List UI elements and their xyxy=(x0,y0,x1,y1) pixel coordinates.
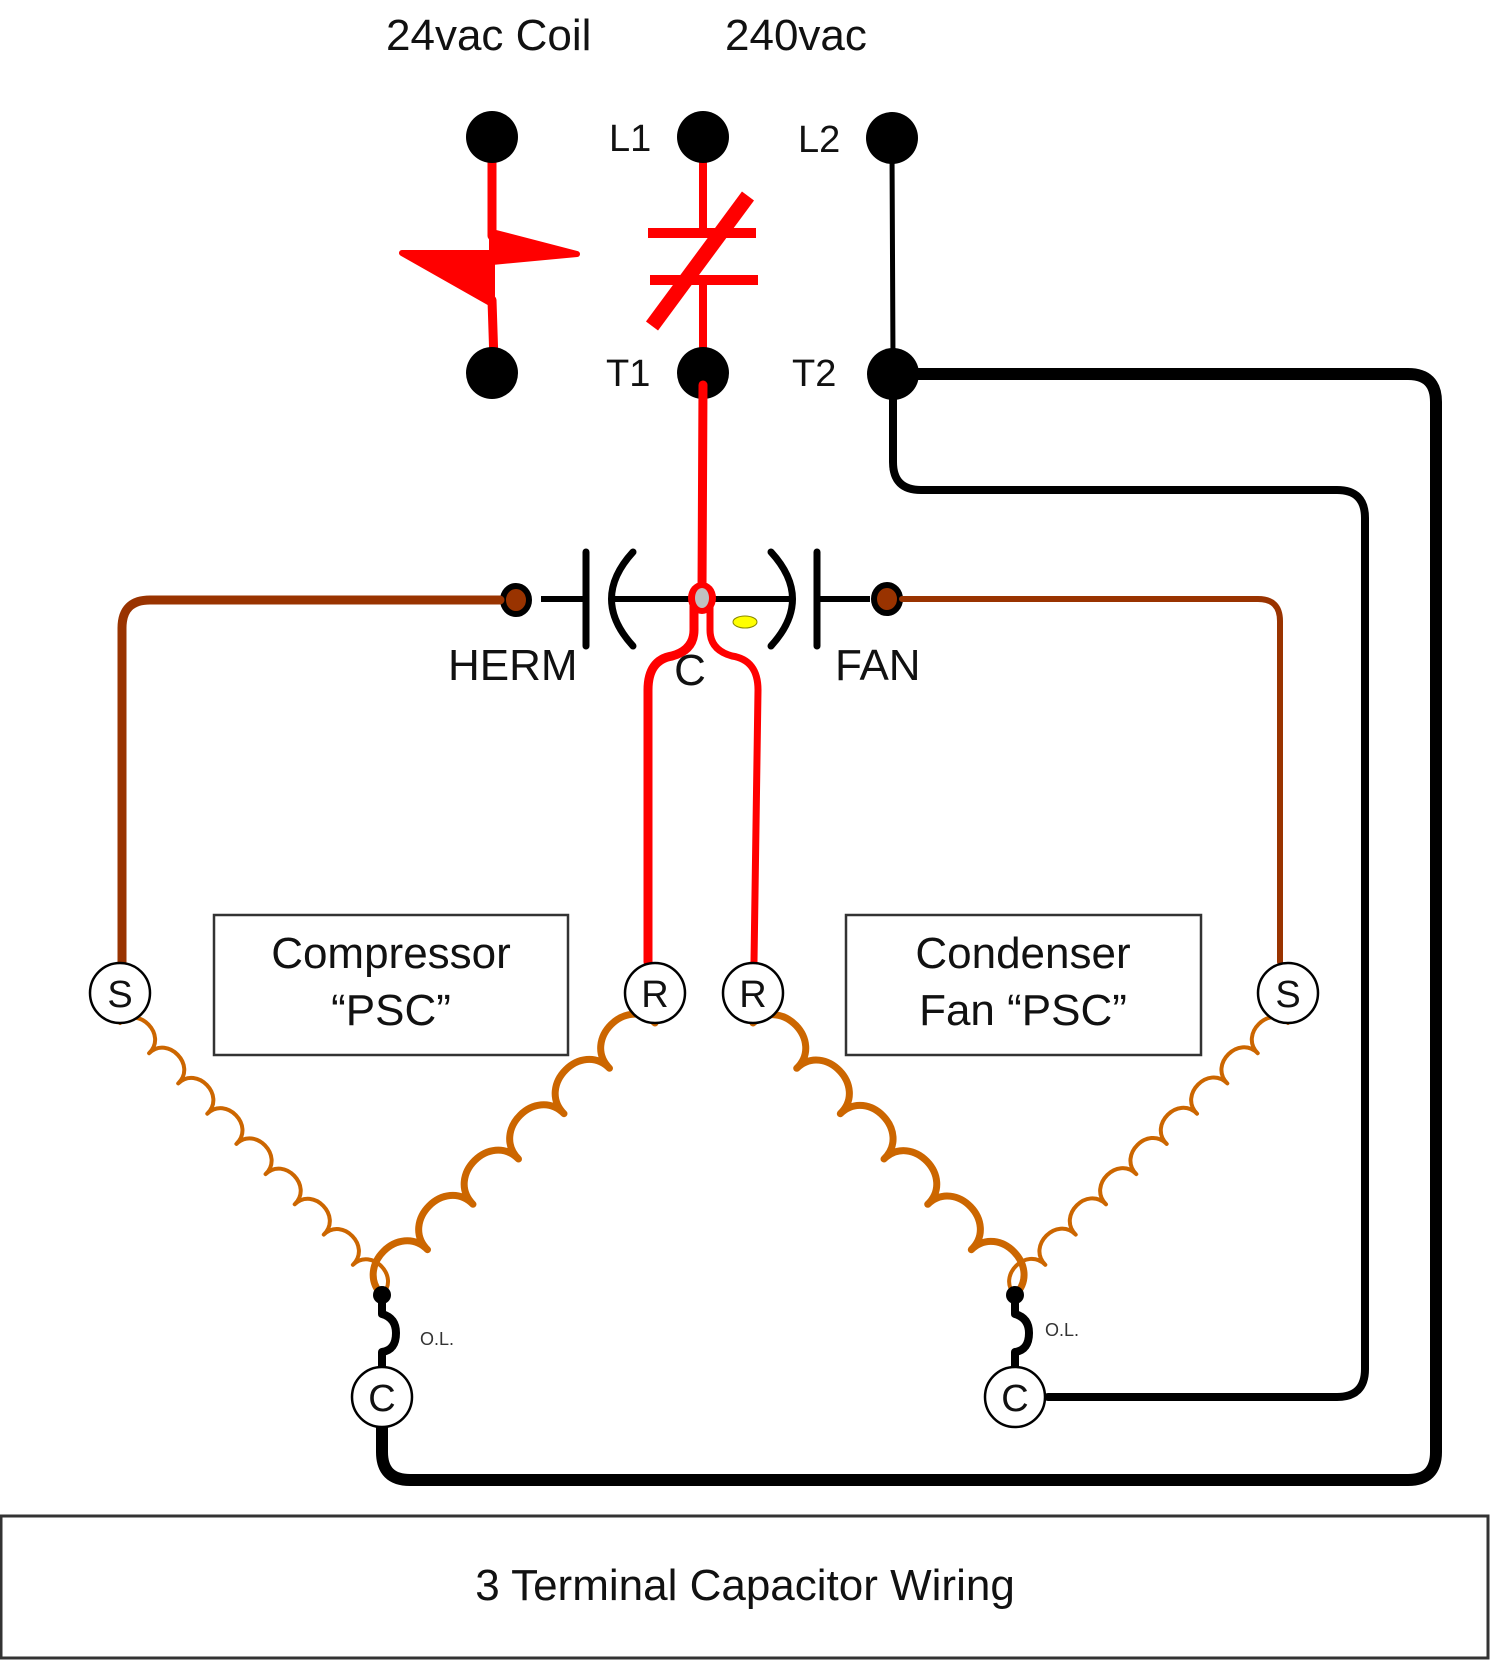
fan-label-box xyxy=(844,913,1203,1057)
caption-text: 3 Terminal Capacitor Wiring xyxy=(475,1561,1015,1610)
contact-closed-slash xyxy=(645,191,755,331)
terminal-marker xyxy=(732,615,758,629)
fan-run-winding xyxy=(749,1011,1028,1299)
compressor-motor: Compressor “PSC” S R O.L. C xyxy=(88,913,687,1429)
fan-terminal[interactable] xyxy=(871,582,903,616)
compressor-common-terminal[interactable] xyxy=(350,1365,414,1429)
l1-terminal[interactable] xyxy=(677,111,729,163)
fan-overload-label: O.L. xyxy=(1045,1320,1079,1340)
winding-loops xyxy=(749,1011,1028,1299)
compressor-common-label: C xyxy=(368,1378,395,1420)
t2-to-fan-common-wire xyxy=(889,381,1369,1401)
fan-run-terminal[interactable] xyxy=(721,961,785,1025)
fan-to-fan-start-wire xyxy=(899,596,1283,965)
compressor-overload-label: O.L. xyxy=(420,1329,454,1349)
coil-symbol-lower xyxy=(399,250,495,307)
l2-label: L2 xyxy=(798,119,840,161)
compressor-title: Compressor xyxy=(271,929,511,978)
winding-loops xyxy=(118,1015,390,1297)
coil-terminal-top[interactable] xyxy=(466,111,518,163)
compressor-label-box xyxy=(212,913,570,1057)
fan-start-winding xyxy=(1007,1015,1290,1297)
fan-title: Condenser xyxy=(915,929,1130,978)
contact-l1-t1: L1 T1 xyxy=(606,111,758,399)
t1-label: T1 xyxy=(606,353,650,395)
t2-to-compressor-common-wire xyxy=(376,368,1442,1486)
fan-start-label: S xyxy=(1275,974,1300,1016)
fan-winding-junction xyxy=(1006,1286,1024,1304)
fan-label: FAN xyxy=(835,641,921,690)
fan-common-label: C xyxy=(1001,1378,1028,1420)
herm-label: HERM xyxy=(448,641,578,690)
coil-terminal-bottom[interactable] xyxy=(466,347,518,399)
fan-subtitle: Fan “PSC” xyxy=(919,986,1127,1035)
capacitor-common-to-fan-run-wire xyxy=(706,602,762,966)
winding-loops xyxy=(369,1010,659,1299)
t2-label: T2 xyxy=(792,353,836,395)
compressor-winding-junction xyxy=(373,1286,391,1304)
dual-run-capacitor: HERM C FAN xyxy=(448,548,921,695)
winding-loops xyxy=(1007,1015,1290,1297)
common-terminal[interactable] xyxy=(695,588,709,608)
fan-start-terminal[interactable] xyxy=(1256,961,1320,1025)
t1-to-capacitor-common-wire xyxy=(697,380,708,595)
fan-overload xyxy=(1011,1296,1033,1372)
compressor-start-label: S xyxy=(107,974,132,1016)
compressor-run-winding xyxy=(369,1010,659,1299)
capacitor-common-label: C xyxy=(674,646,706,695)
line-voltage-label: 240vac xyxy=(725,11,867,60)
condenser-fan-motor: Condenser Fan “PSC” R S O.L. C xyxy=(721,913,1320,1429)
fan-curved-plate xyxy=(767,548,796,650)
l2-t2-wire xyxy=(889,147,896,365)
l1-label: L1 xyxy=(609,118,651,160)
compressor-start-winding xyxy=(118,1015,390,1297)
contactor-coil xyxy=(399,111,580,399)
herm-curved-plate xyxy=(608,548,637,650)
herm-to-compressor-start-wire xyxy=(117,595,505,967)
fan-run-label: R xyxy=(739,974,766,1016)
coil-voltage-label: 24vac Coil xyxy=(386,11,591,60)
compressor-subtitle: “PSC” xyxy=(331,986,451,1035)
contact-l2-t2: L2 T2 xyxy=(792,112,919,400)
compressor-overload xyxy=(378,1296,400,1372)
compressor-run-label: R xyxy=(641,974,668,1016)
compressor-start-terminal[interactable] xyxy=(88,961,152,1025)
compressor-run-terminal[interactable] xyxy=(623,961,687,1025)
caption-box xyxy=(0,1514,1490,1660)
capacitor-common-to-compressor-run-wire xyxy=(643,601,699,967)
l2-terminal[interactable] xyxy=(866,112,918,164)
t1-terminal[interactable] xyxy=(677,347,729,399)
fan-common-terminal[interactable] xyxy=(983,1365,1047,1429)
coil-symbol-upper xyxy=(489,229,580,265)
herm-terminal[interactable] xyxy=(500,583,532,617)
t2-terminal[interactable] xyxy=(867,348,919,400)
